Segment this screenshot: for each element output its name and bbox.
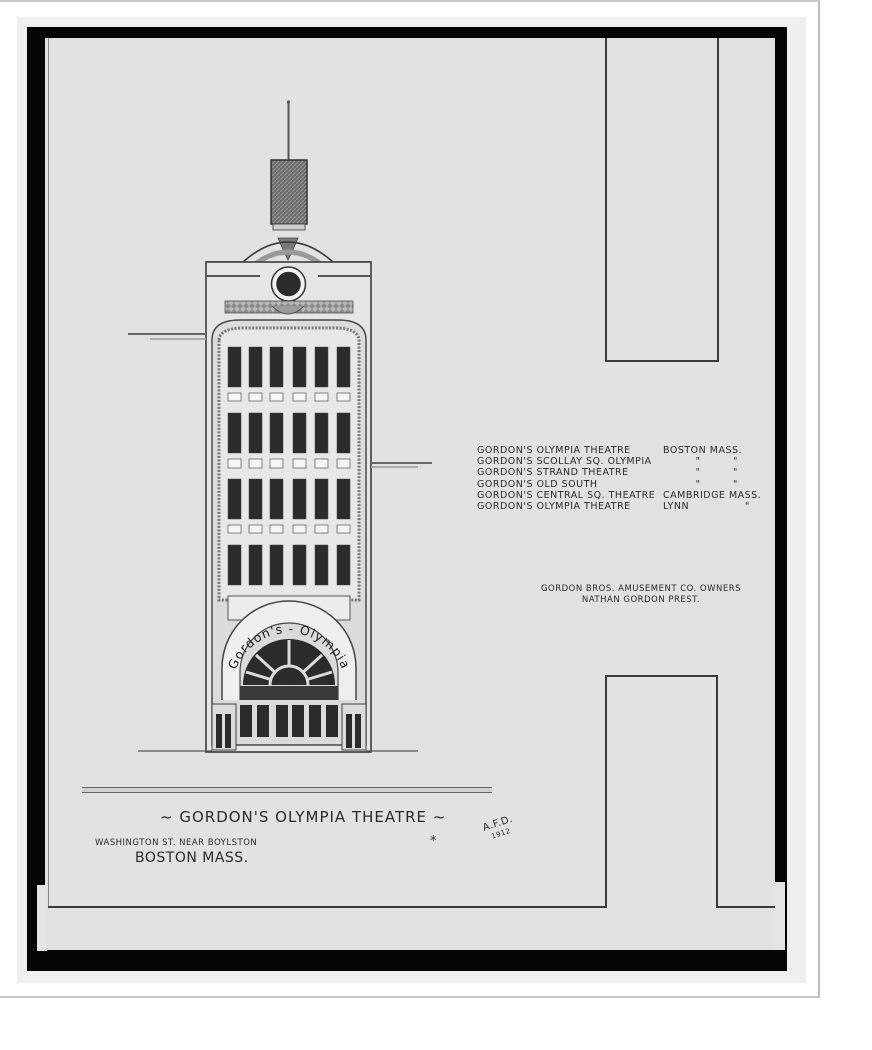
base-rule — [82, 787, 492, 793]
owners-line: Gordon Bros. Amusement Co. Owners — [540, 584, 742, 594]
drawing-bottom-border-right — [718, 906, 775, 908]
plate-edge-left — [37, 885, 47, 951]
plate-edge-right — [773, 882, 785, 950]
theatre-state — [733, 445, 763, 456]
theatre-city: " — [695, 478, 701, 490]
theatre-city: " — [695, 456, 701, 468]
address-line: Washington St. near Boylston — [95, 838, 258, 848]
drawing-left-border — [48, 38, 49, 908]
president-line: Nathan Gordon Prest. — [581, 595, 701, 605]
theatre-name: Gordon's Central Sq. Theatre — [477, 489, 656, 501]
drawing-title: ~ Gordon's Olympia Theatre ~ — [160, 808, 447, 826]
theatre-list-row: Gordon's Scollay Sq. Olympia " " — [477, 456, 793, 467]
drawing-bottom-border — [48, 906, 605, 908]
theatre-name: Gordon's Scollay Sq. Olympia — [477, 456, 652, 468]
theatre-city: Cambridge Mass. — [663, 489, 762, 501]
theatre-list: Gordon's Olympia Theatre Boston Mass. Gor… — [477, 445, 793, 512]
owners-block: Gordon Bros. Amusement Co. Owners Nathan… — [536, 584, 746, 606]
asterisk-mark: * — [430, 834, 437, 849]
theatre-list-row: Gordon's Old South " " — [477, 479, 793, 490]
theatre-name: Gordon's Olympia Theatre — [477, 445, 631, 456]
theatre-list-row: Gordon's Olympia Theatre Boston Mass. — [477, 445, 793, 456]
theatre-list-row: Gordon's Olympia Theatre Lynn " — [477, 501, 793, 512]
theatre-state: " — [745, 501, 750, 513]
theatre-list-row: Gordon's Central Sq. Theatre Cambridge Ma… — [477, 490, 793, 501]
city-line: Boston Mass. — [135, 850, 249, 866]
theatre-list-row: Gordon's Strand Theatre " " — [477, 467, 793, 478]
theatre-city: Boston Mass. — [663, 445, 743, 456]
theatre-state — [763, 490, 793, 501]
theatre-city: Lynn — [663, 501, 690, 513]
mount-tab-bottom — [605, 675, 718, 908]
building-elevation-illustration: Gordon's - Olympia — [128, 100, 432, 753]
theatre-city: " — [695, 467, 701, 479]
theatre-state: " — [733, 456, 738, 468]
mount-tab-top — [605, 38, 719, 362]
theatre-state: " — [733, 478, 738, 490]
theatre-name: Gordon's Old South — [477, 478, 598, 490]
theatre-state: " — [733, 467, 738, 479]
theatre-name: Gordon's Strand Theatre — [477, 467, 629, 479]
theatre-name: Gordon's Olympia Theatre — [477, 501, 631, 513]
